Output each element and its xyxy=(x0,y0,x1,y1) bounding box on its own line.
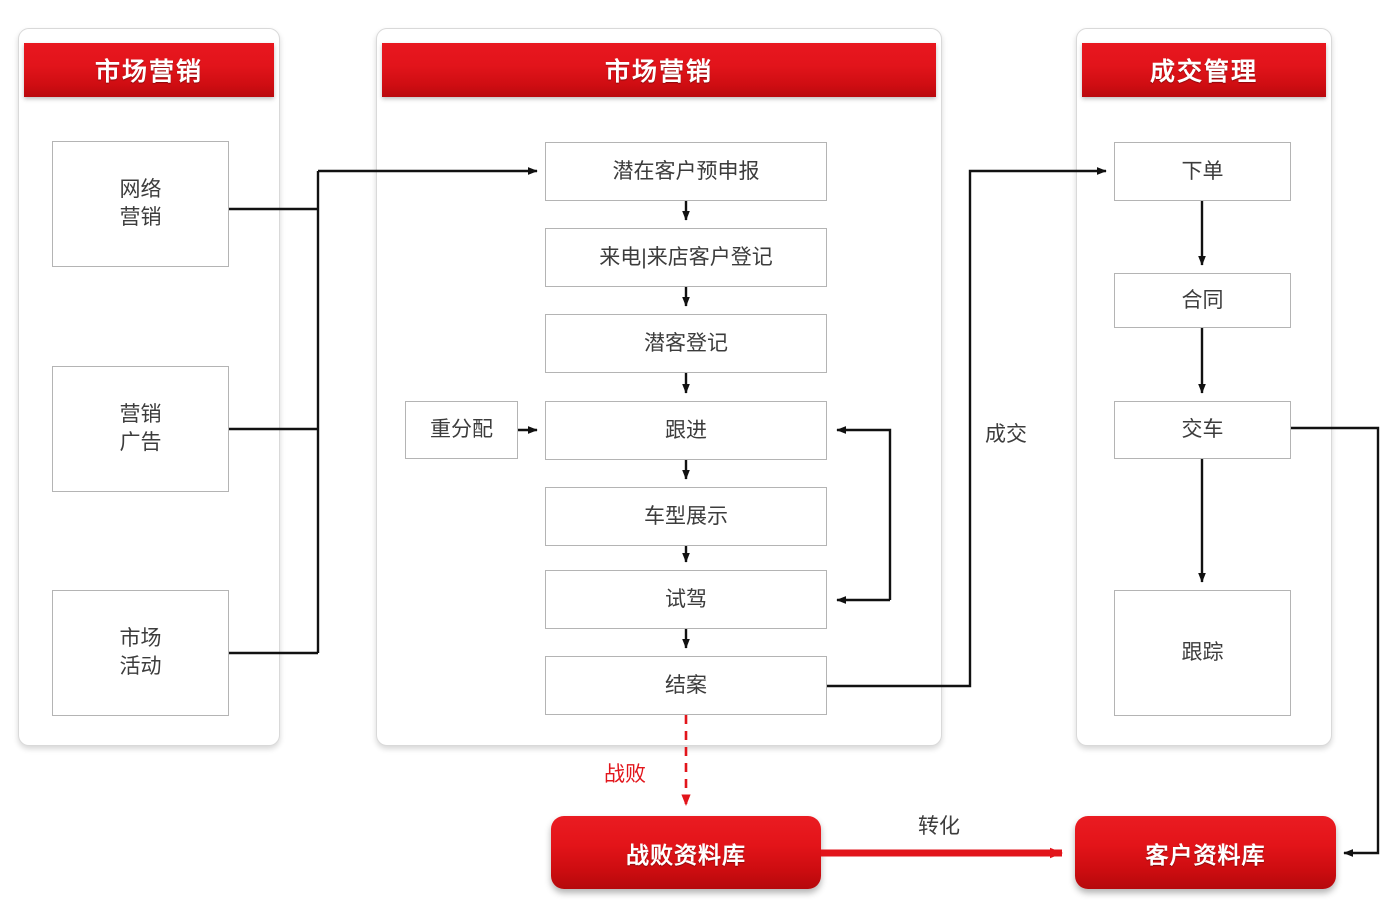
node-model-display[interactable]: 车型展示 xyxy=(545,487,827,546)
node-order[interactable]: 下单 xyxy=(1114,142,1291,201)
lane-header-marketing-main: 市场营销 xyxy=(382,43,936,97)
node-delivery[interactable]: 交车 xyxy=(1114,401,1291,459)
edge-label-conversion: 转化 xyxy=(918,815,960,838)
lane-header-marketing-left: 市场营销 xyxy=(24,43,274,97)
node-reassign[interactable]: 重分配 xyxy=(405,401,518,459)
node-tracking[interactable]: 跟踪 xyxy=(1114,590,1291,716)
node-prospect-predecl[interactable]: 潜在客户预申报 xyxy=(545,142,827,201)
node-call-visit-reg[interactable]: 来电|来店客户登记 xyxy=(545,228,827,287)
node-marketing-ads[interactable]: 营销 广告 xyxy=(52,366,229,492)
lane-marketing-main: 市场营销 xyxy=(376,28,942,746)
db-lost-customers[interactable]: 战败资料库 xyxy=(551,816,821,889)
lane-header-deal-management: 成交管理 xyxy=(1082,43,1326,97)
lane-header-label: 市场营销 xyxy=(94,58,203,86)
lane-header-label: 成交管理 xyxy=(1149,58,1258,86)
node-market-events[interactable]: 市场 活动 xyxy=(52,590,229,716)
node-test-drive[interactable]: 试驾 xyxy=(545,570,827,629)
node-prospect-reg[interactable]: 潜客登记 xyxy=(545,314,827,373)
node-case-close[interactable]: 结案 xyxy=(545,656,827,715)
lane-header-label: 市场营销 xyxy=(604,58,713,86)
edge-label-deal: 成交 xyxy=(985,423,1027,446)
node-contract[interactable]: 合同 xyxy=(1114,273,1291,328)
edge-label-lost: 战败 xyxy=(604,763,646,786)
node-follow-up[interactable]: 跟进 xyxy=(545,401,827,460)
db-customers[interactable]: 客户资料库 xyxy=(1075,816,1336,889)
node-online-marketing[interactable]: 网络 营销 xyxy=(52,141,229,267)
